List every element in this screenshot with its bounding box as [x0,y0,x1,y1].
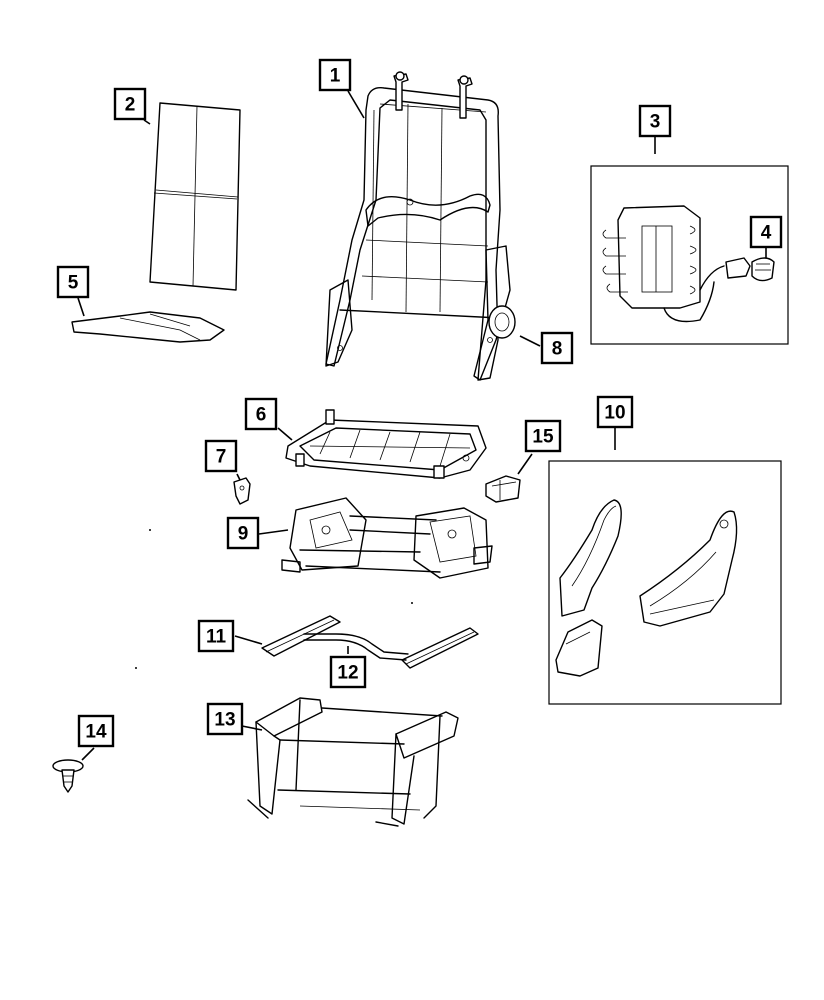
callout-label: 11 [206,627,227,648]
part-side-shield-left[interactable] [555,499,622,677]
callout-10: 10 [596,395,634,429]
callout-label: 8 [552,339,563,360]
part-cushion-frame[interactable] [285,409,487,479]
callout-8: 8 [540,331,574,365]
callout-label: 10 [604,403,625,424]
callout-label: 1 [330,66,341,87]
part-seat-back-pad[interactable] [149,102,241,291]
callout-label: 6 [256,405,267,426]
part-seat-track[interactable] [261,615,479,669]
callout-label: 14 [85,722,107,743]
stray-dot [411,602,413,604]
callout-1: 1 [318,58,352,92]
callout-14: 14 [77,714,115,748]
part-heater-mat[interactable] [602,205,725,323]
part-10-group-frame [548,460,782,705]
callout-label: 15 [532,427,554,448]
callout-label: 5 [68,273,79,294]
callout-13: 13 [206,702,244,736]
part-3-group-frame [590,165,789,345]
callout-label: 2 [125,95,136,116]
callout-label: 3 [650,112,661,133]
part-seat-back-frame[interactable] [325,71,516,381]
part-seat-cushion-pad[interactable] [71,311,225,343]
callout-label: 7 [216,447,227,468]
stray-dot [149,529,151,531]
callout-6: 6 [244,397,278,431]
callout-11: 11 [197,619,235,653]
part-towel-bar[interactable] [303,633,409,661]
part-riser-base[interactable] [247,697,459,827]
leader-lines [77,90,767,761]
callout-5: 5 [56,265,90,299]
callout-label: 13 [214,710,235,731]
part-bracket[interactable] [233,477,251,505]
callout-7: 7 [204,439,238,473]
part-clip[interactable] [485,475,521,503]
callout-2: 2 [113,87,147,121]
callout-label: 4 [761,223,772,244]
part-connector[interactable] [725,257,775,282]
callout-12: 12 [329,655,367,689]
callout-3: 3 [638,104,672,138]
callout-label: 12 [337,663,358,684]
callout-4: 4 [749,215,783,249]
stray-dot [135,667,137,669]
part-adjuster-frame[interactable] [281,497,493,579]
callout-15: 15 [524,419,562,453]
part-screw[interactable] [52,759,84,793]
callout-label: 9 [238,524,249,545]
part-side-shield-right[interactable] [639,510,738,627]
callout-9: 9 [226,516,260,550]
